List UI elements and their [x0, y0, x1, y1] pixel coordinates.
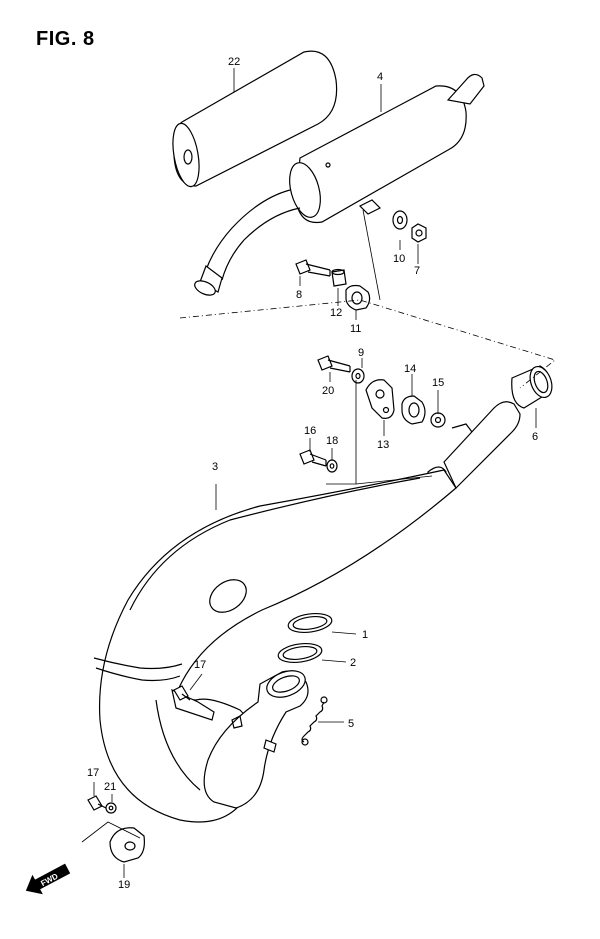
part-14-grommet [401, 395, 426, 425]
part-10-washer [392, 210, 408, 230]
callout-4: 4 [377, 71, 383, 83]
part-11-grommet [345, 284, 371, 311]
callout-15: 15 [432, 377, 444, 389]
part-3-expansion-chamber [93, 401, 521, 823]
part-2-gasket [277, 642, 323, 664]
part-7-nut [411, 223, 427, 243]
callout-7: 7 [414, 265, 420, 277]
callout-labels: 22 4 10 7 8 12 11 9 20 14 15 13 6 16 18 … [87, 56, 538, 891]
callout-1: 1 [362, 629, 368, 641]
leader-lines [93, 68, 537, 878]
part-8-bolt [295, 259, 331, 277]
figure-title: FIG. 8 [36, 28, 95, 50]
callout-20: 20 [322, 385, 334, 397]
callout-10: 10 [393, 253, 405, 265]
part-21-washer [105, 802, 117, 814]
callout-13: 13 [377, 439, 389, 451]
callout-8: 8 [296, 289, 302, 301]
callout-18: 18 [326, 435, 338, 447]
fwd-arrow-icon: FWD [25, 863, 71, 895]
part-9-washer [351, 368, 365, 384]
part-17-bolt-lower [87, 795, 107, 811]
part-16-bolt [299, 449, 327, 467]
callout-6: 6 [532, 431, 538, 443]
part-19-cover-plate [109, 827, 145, 863]
callout-16: 16 [304, 425, 316, 437]
callout-17-lower: 17 [87, 767, 99, 779]
part-6-connector [511, 365, 553, 409]
part-12-collar [331, 268, 347, 287]
part-4-muffler [194, 73, 485, 296]
callout-9: 9 [358, 347, 364, 359]
part-1-gasket [287, 612, 333, 634]
part-15-collar [430, 412, 446, 428]
callout-14: 14 [404, 363, 416, 375]
part-18-washer [326, 459, 338, 473]
callout-3: 3 [212, 461, 218, 473]
callout-11: 11 [350, 323, 361, 335]
callout-22: 22 [228, 56, 240, 68]
callout-17-upper: 17 [194, 659, 206, 671]
part-20-bolt [317, 355, 351, 373]
callout-5: 5 [348, 718, 354, 730]
part-22-silencer-core [172, 50, 338, 188]
part-13-bracket [365, 379, 395, 419]
callout-12: 12 [330, 307, 342, 319]
callout-21: 21 [104, 781, 116, 793]
part-17-bolt-upper [173, 685, 191, 701]
callout-19: 19 [118, 879, 130, 891]
callout-2: 2 [350, 657, 356, 669]
part-5-spring [301, 696, 328, 746]
header-pipe [203, 670, 309, 809]
guide-lines [81, 209, 556, 843]
